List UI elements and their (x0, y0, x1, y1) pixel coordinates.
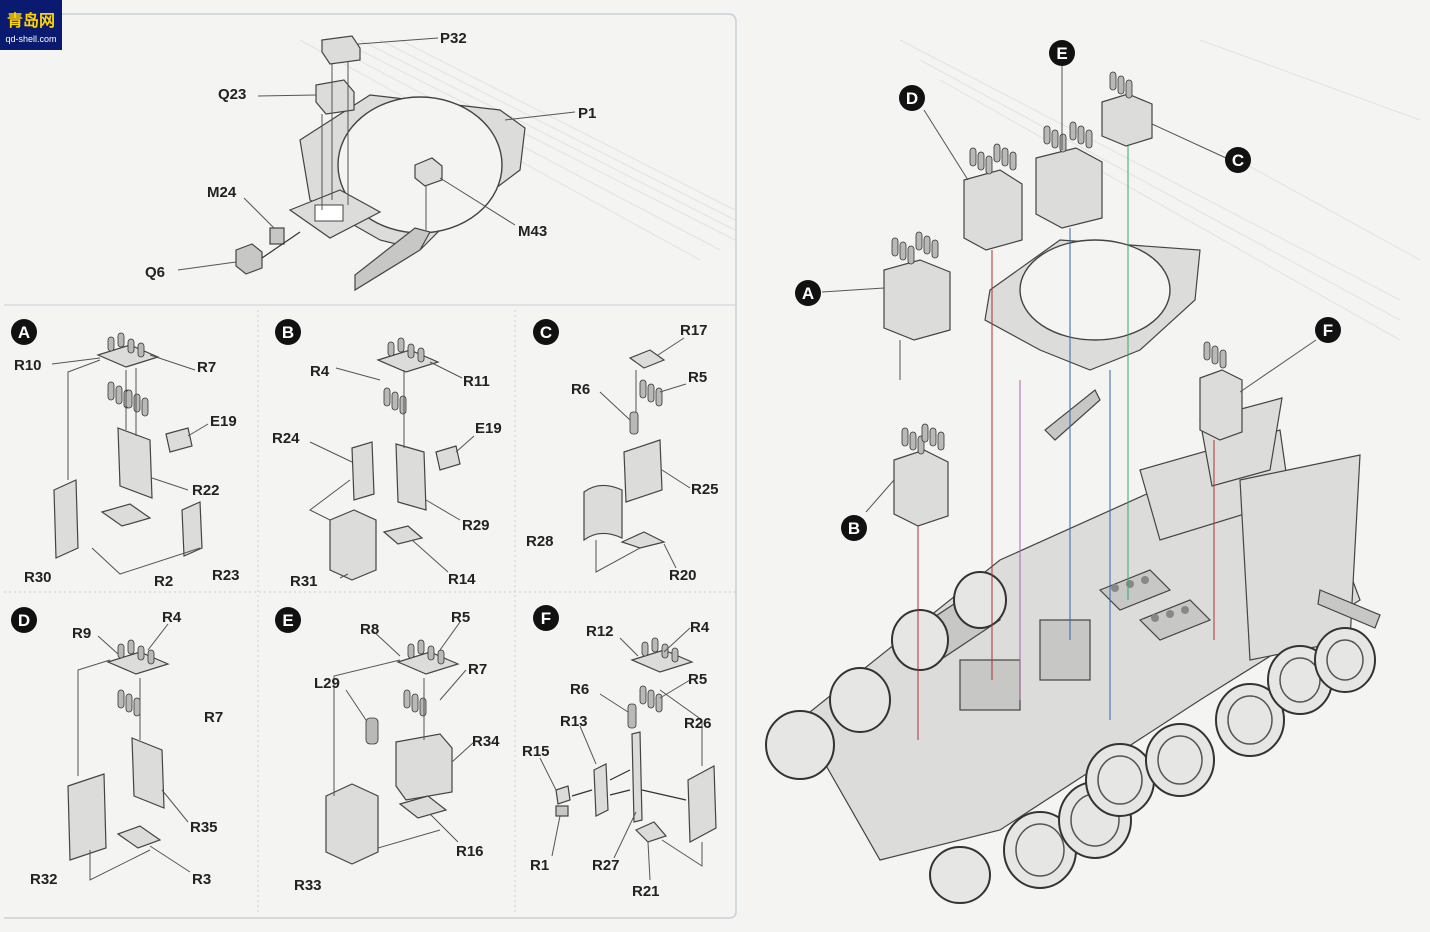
svg-text:B: B (282, 323, 294, 342)
label-r31: R31 (290, 573, 318, 590)
label-r27: R27 (592, 857, 620, 874)
label-r5: R5 (688, 671, 707, 688)
label-r6: R6 (571, 381, 590, 398)
label-e19: E19 (210, 413, 237, 430)
subassembly-c: C R17 R6 R5 R25 R28 R20 (526, 319, 719, 584)
label-q6: Q6 (145, 264, 165, 281)
label-r21: R21 (632, 883, 660, 900)
hull-assembly: A B C D E F (765, 40, 1381, 904)
label-r22: R22 (192, 482, 220, 499)
label-r15: R15 (522, 743, 550, 760)
callout-d: D (899, 85, 925, 111)
label-r29: R29 (462, 517, 490, 534)
label-l29: L29 (314, 675, 340, 692)
label-r4: R4 (162, 609, 182, 626)
svg-text:C: C (540, 323, 552, 342)
subassembly-b: B R4 R11 R24 E19 R29 R31 R14 (272, 319, 502, 590)
label-m24: M24 (207, 184, 237, 201)
rack-a (883, 231, 951, 341)
svg-text:D: D (18, 611, 30, 630)
label-r3: R3 (192, 871, 211, 888)
svg-text:A: A (802, 284, 814, 303)
label-r11: R11 (463, 373, 490, 390)
label-r25: R25 (691, 481, 719, 498)
site-logo: 青岛网 qd-shell.com (0, 0, 62, 50)
svg-text:F: F (541, 609, 551, 628)
label-r33: R33 (294, 877, 322, 894)
label-r20: R20 (669, 567, 697, 584)
label-r30: R30 (24, 569, 52, 586)
label-r10: R10 (14, 357, 42, 374)
svg-text:青岛网: 青岛网 (7, 11, 55, 30)
rack-e (1035, 121, 1103, 229)
label-r14: R14 (448, 571, 476, 588)
subassembly-d: D R9 R4 R7 R35 R32 R3 (11, 607, 223, 888)
label-r4: R4 (690, 619, 710, 636)
label-r28: R28 (526, 533, 554, 550)
label-p1: P1 (578, 105, 596, 122)
rack-c (1101, 71, 1153, 147)
callout-a: A (795, 280, 821, 306)
label-r2: R2 (154, 573, 173, 590)
label-r1: R1 (530, 857, 549, 874)
svg-text:D: D (906, 89, 918, 108)
svg-text:E: E (1056, 44, 1067, 63)
svg-text:qd-shell.com: qd-shell.com (5, 34, 56, 44)
label-r6: R6 (570, 681, 589, 698)
label-r7: R7 (204, 709, 223, 726)
svg-text:A: A (18, 323, 30, 342)
rack-b (893, 423, 949, 527)
label-r8: R8 (360, 621, 379, 638)
label-r26: R26 (684, 715, 712, 732)
label-p32: P32 (440, 30, 467, 47)
callout-c: C (1225, 147, 1251, 173)
rack-d (963, 143, 1023, 251)
svg-text:C: C (1232, 151, 1244, 170)
callout-f: F (1315, 317, 1341, 343)
label-r16: R16 (456, 843, 484, 860)
label-r35: R35 (190, 819, 218, 836)
callout-e: E (1049, 40, 1075, 66)
label-r4: R4 (310, 363, 330, 380)
label-r5: R5 (451, 609, 470, 626)
label-e19: E19 (475, 420, 502, 437)
label-m43: M43 (518, 223, 547, 240)
svg-text:E: E (282, 611, 293, 630)
label-r12: R12 (586, 623, 614, 640)
turret-floor-diagram: P32 Q23 P1 M24 M43 Q6 (145, 30, 596, 292)
subassembly-a: A R10 R7 E19 R22 R30 R2 R23 (11, 319, 240, 590)
callout-b: B (841, 515, 867, 541)
label-r17: R17 (680, 322, 708, 339)
label-r5: R5 (688, 369, 707, 386)
svg-text:B: B (848, 519, 860, 538)
label-r24: R24 (272, 430, 300, 447)
label-r7: R7 (197, 359, 216, 376)
label-r34: R34 (472, 733, 500, 750)
label-r32: R32 (30, 871, 58, 888)
subassembly-e: E R8 R5 L29 R7 R34 R16 R33 (275, 607, 500, 894)
svg-text:F: F (1323, 321, 1333, 340)
left-panel-frame (4, 13, 737, 919)
subassembly-f: F R12 R4 R5 R6 R13 R26 R15 R1 R27 R21 (522, 605, 717, 900)
rack-f (1199, 341, 1243, 441)
label-r23: R23 (212, 567, 240, 584)
label-q23: Q23 (218, 86, 246, 103)
label-r7: R7 (468, 661, 487, 678)
label-r9: R9 (72, 625, 91, 642)
road-wheels (765, 571, 1376, 904)
label-r13: R13 (560, 713, 588, 730)
